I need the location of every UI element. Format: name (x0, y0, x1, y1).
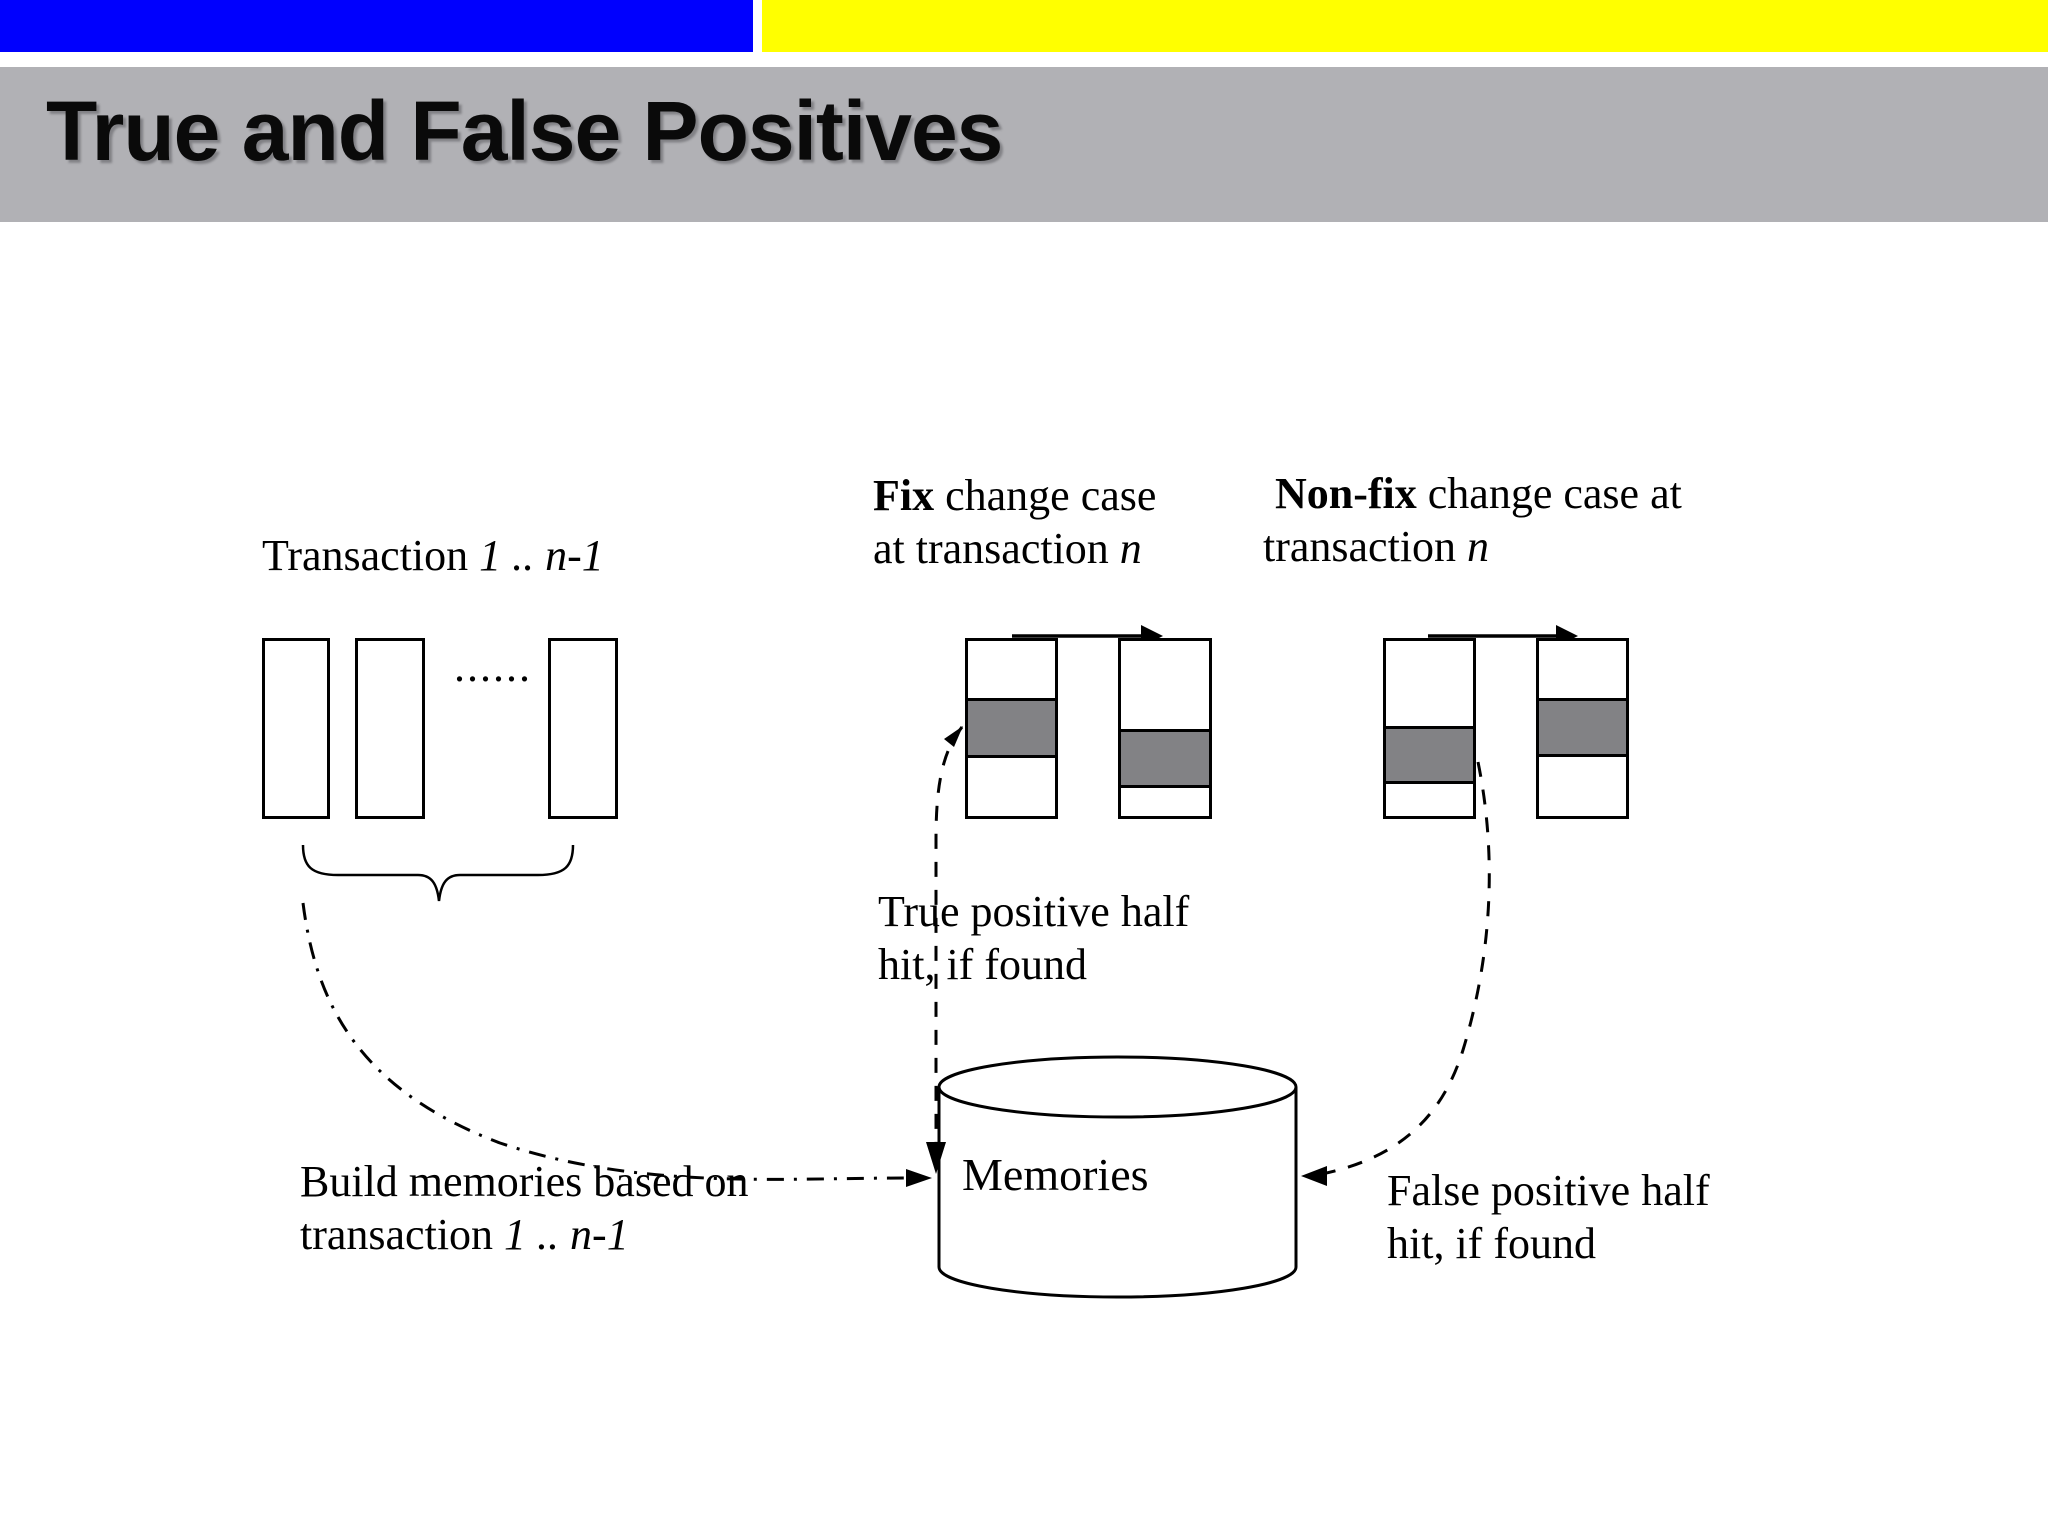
title-bar: True and False Positives (0, 67, 2048, 222)
memories-cylinder-body (937, 1087, 1298, 1299)
build-memories-arrowhead (906, 1169, 932, 1187)
nonfix-label-rest: change case at (1416, 469, 1682, 518)
nonfix-label-line2: transaction (1263, 522, 1468, 571)
top-bar-blue (0, 0, 753, 52)
fix-label: Fix change case at transaction n (873, 469, 1156, 575)
fix-label-line2: at transaction (873, 524, 1120, 573)
false-positive-arrowhead (1301, 1166, 1327, 1186)
build-memories-arrow-path (301, 902, 906, 1181)
nonfix-label-line1: Non-fix change case at (1263, 469, 1682, 518)
fix-rect-right (1118, 638, 1212, 819)
build-memories-line2-italic: 1 .. n-1 (504, 1210, 629, 1259)
build-memories-line1: Build memories based on (300, 1157, 749, 1206)
false-positive-line2: hit, if found (1387, 1219, 1596, 1268)
fix-label-line2-italic: n (1119, 524, 1142, 573)
transaction-rect-1 (262, 638, 330, 819)
nonfix-label: Non-fix change case at transaction n (1263, 467, 1682, 573)
transaction-rect-2 (355, 638, 425, 819)
fix-rect-left (965, 638, 1058, 819)
transactions-label-italic: 1 .. n-1 (479, 531, 604, 580)
nonfix-rect-left-band (1386, 726, 1473, 784)
false-positive-caption: False positive half hit, if found (1387, 1164, 1710, 1270)
nonfix-rect-right (1536, 638, 1629, 819)
false-positive-arrow-path (1321, 761, 1491, 1176)
true-positive-line2: hit, if found (878, 940, 1087, 989)
build-memories-line2: transaction (300, 1210, 505, 1259)
true-positive-arrowhead-top (944, 726, 963, 747)
true-positive-arrowhead-bottom (926, 1142, 946, 1174)
top-bar-yellow (762, 0, 2048, 52)
false-positive-line1: False positive half (1387, 1166, 1710, 1215)
transactions-label: Transaction 1 .. n-1 (262, 529, 604, 582)
nonfix-label-bold: Non-fix (1275, 469, 1417, 518)
memories-cylinder-top (937, 1055, 1298, 1119)
nonfix-rect-left (1383, 638, 1476, 819)
fix-label-rest: change case (934, 471, 1157, 520)
page-title: True and False Positives (46, 84, 1003, 178)
transactions-label-regular: Transaction (262, 531, 480, 580)
fix-rect-right-band (1121, 729, 1209, 788)
fix-rect-left-band (968, 698, 1055, 758)
memories-label: Memories (962, 1149, 1149, 1200)
fix-label-bold: Fix (873, 471, 935, 520)
true-positive-line1: True positive half (878, 887, 1190, 936)
nonfix-rect-right-band (1539, 698, 1626, 757)
brace (301, 844, 575, 902)
ellipsis-dots: ...... (454, 642, 532, 691)
nonfix-label-line2-italic: n (1467, 522, 1490, 571)
build-memories-caption: Build memories based on transaction 1 ..… (300, 1155, 749, 1261)
transaction-rect-n1 (548, 638, 618, 819)
true-positive-caption: True positive half hit, if found (878, 885, 1189, 991)
